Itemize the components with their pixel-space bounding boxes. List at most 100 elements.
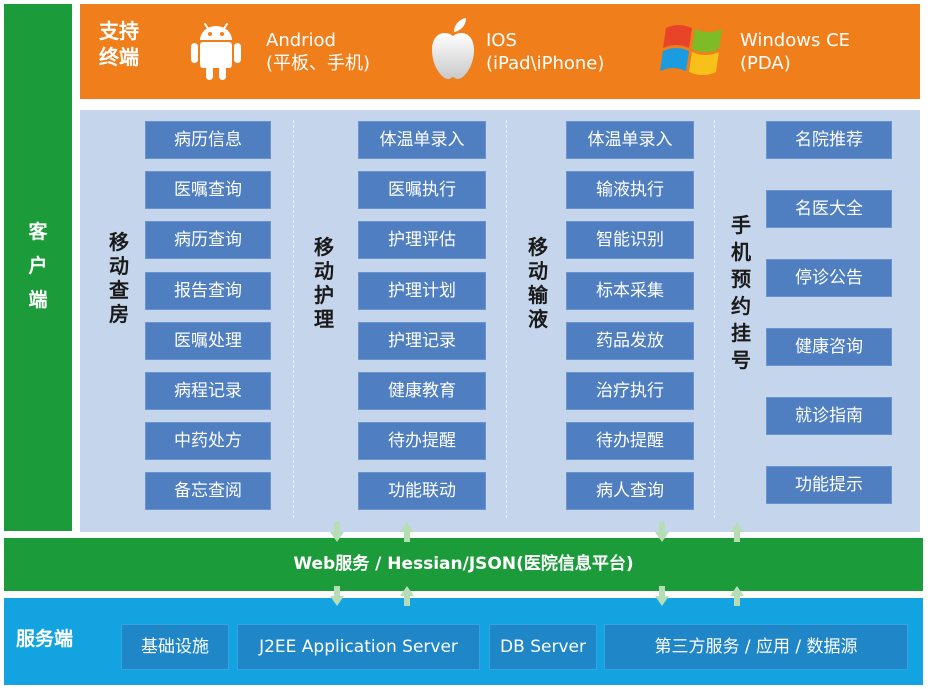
module-item[interactable]: 名院推荐 [766, 121, 892, 159]
module-item-label: 停诊公告 [795, 268, 863, 288]
module-item-label: 就诊指南 [795, 406, 863, 426]
module-item-label: 病人查询 [596, 481, 664, 501]
down-arrow-icon [330, 522, 344, 542]
server-component[interactable]: DB Server [489, 624, 597, 670]
title-char: 动 [314, 259, 334, 283]
module-item[interactable]: 报告查询 [145, 272, 271, 310]
down-arrow-icon [655, 586, 669, 606]
server-component[interactable]: 基础设施 [121, 624, 229, 670]
module-item[interactable]: 护理记录 [358, 322, 486, 360]
module-item[interactable]: 体温单录入 [566, 121, 694, 159]
title-char: 理 [314, 307, 334, 331]
title-char: 预 [731, 267, 751, 291]
module-item-label: 医嘱查询 [174, 180, 242, 200]
title-char: 约 [731, 294, 751, 318]
module-title-infusion: 移 动 输 液 [522, 235, 554, 331]
module-item[interactable]: 病历信息 [145, 121, 271, 159]
title-char: 房 [109, 302, 129, 326]
module-item[interactable]: 治疗执行 [566, 372, 694, 410]
module-item-label: 体温单录入 [587, 130, 673, 150]
client-column [4, 4, 72, 531]
module-item[interactable]: 待办提醒 [566, 422, 694, 460]
module-item-label: 医嘱执行 [388, 180, 456, 200]
module-item[interactable]: 病历查询 [145, 221, 271, 259]
module-item-label: 备忘查阅 [174, 481, 242, 501]
module-item[interactable]: 医嘱查询 [145, 171, 271, 209]
support-label-line: 支持 [99, 19, 139, 43]
module-title-registration: 手 机 预 约 挂 号 [725, 212, 757, 374]
module-item[interactable]: 护理计划 [358, 272, 486, 310]
up-arrow-icon [730, 586, 744, 606]
module-item[interactable]: 输液执行 [566, 171, 694, 209]
module-item[interactable]: 功能提示 [766, 466, 892, 504]
module-item-label: 待办提醒 [388, 431, 456, 451]
android-icon [191, 23, 241, 80]
up-arrow-icon [400, 522, 414, 542]
server-component[interactable]: J2EE Application Server [237, 624, 480, 670]
module-item[interactable]: 医嘱处理 [145, 322, 271, 360]
up-arrow-icon [730, 522, 744, 542]
server-component-label: J2EE Application Server [259, 637, 458, 657]
module-item-label: 健康教育 [388, 381, 456, 401]
module-item-label: 中药处方 [174, 431, 242, 451]
module-item-label: 功能联动 [388, 481, 456, 501]
module-item[interactable]: 健康教育 [358, 372, 486, 410]
module-item-label: 待办提醒 [596, 431, 664, 451]
module-item-label: 体温单录入 [379, 130, 465, 150]
title-char: 动 [109, 254, 129, 278]
module-item[interactable]: 备忘查阅 [145, 472, 271, 510]
module-item-label: 标本采集 [596, 281, 664, 301]
module-item[interactable]: 名医大全 [766, 190, 892, 228]
module-item[interactable]: 药品发放 [566, 322, 694, 360]
module-item[interactable]: 停诊公告 [766, 259, 892, 297]
module-item-label: 护理评估 [388, 230, 456, 250]
server-component-label: DB Server [500, 637, 586, 657]
column-divider [506, 120, 507, 518]
up-arrow-icon [400, 586, 414, 606]
module-item-label: 健康咨询 [795, 337, 863, 357]
module-item-label: 功能提示 [795, 475, 863, 495]
module-item-label: 病历查询 [174, 230, 242, 250]
support-terminal-label: 支持 终端 [99, 18, 159, 70]
title-char: 手 [731, 213, 751, 237]
module-item[interactable]: 功能联动 [358, 472, 486, 510]
module-title-ward-round: 移 动 查 房 [103, 230, 135, 326]
windows-icon [660, 25, 722, 75]
module-item[interactable]: 智能识别 [566, 221, 694, 259]
module-item-label: 报告查询 [174, 281, 242, 301]
platform-android-text: Andriod (平板、手机) [266, 29, 370, 75]
down-arrow-icon [330, 586, 344, 606]
module-item[interactable]: 医嘱执行 [358, 171, 486, 209]
module-item[interactable]: 护理评估 [358, 221, 486, 259]
module-item[interactable]: 病人查询 [566, 472, 694, 510]
module-item-label: 护理计划 [388, 281, 456, 301]
column-divider [714, 120, 715, 518]
platform-devices: (PDA) [740, 53, 791, 74]
module-item[interactable]: 中药处方 [145, 422, 271, 460]
title-char: 移 [314, 235, 334, 259]
module-item[interactable]: 健康咨询 [766, 328, 892, 366]
module-item-label: 名医大全 [795, 199, 863, 219]
platform-name: IOS [486, 30, 517, 51]
module-item[interactable]: 病程记录 [145, 372, 271, 410]
client-label: 客 户 端 [24, 215, 52, 317]
title-char: 移 [109, 230, 129, 254]
module-item[interactable]: 待办提醒 [358, 422, 486, 460]
platform-devices: (平板、手机) [266, 53, 371, 74]
module-title-nursing: 移 动 护 理 [308, 235, 340, 331]
module-item[interactable]: 就诊指南 [766, 397, 892, 435]
platform-name: Andriod [266, 30, 336, 51]
column-divider [293, 120, 294, 518]
title-char: 动 [528, 259, 548, 283]
title-char: 号 [731, 348, 751, 372]
platform-devices: (iPad\iPhone) [486, 53, 605, 74]
module-item[interactable]: 标本采集 [566, 272, 694, 310]
module-item-label: 输液执行 [596, 180, 664, 200]
server-component[interactable]: 第三方服务 / 应用 / 数据源 [604, 624, 908, 670]
title-char: 输 [528, 283, 548, 307]
module-item-label: 病历信息 [174, 130, 242, 150]
platform-name: Windows CE [740, 30, 851, 51]
module-item[interactable]: 体温单录入 [358, 121, 486, 159]
web-service-label: Web服务 / Hessian/JSON(医院信息平台) [293, 554, 634, 574]
module-item-label: 治疗执行 [596, 381, 664, 401]
